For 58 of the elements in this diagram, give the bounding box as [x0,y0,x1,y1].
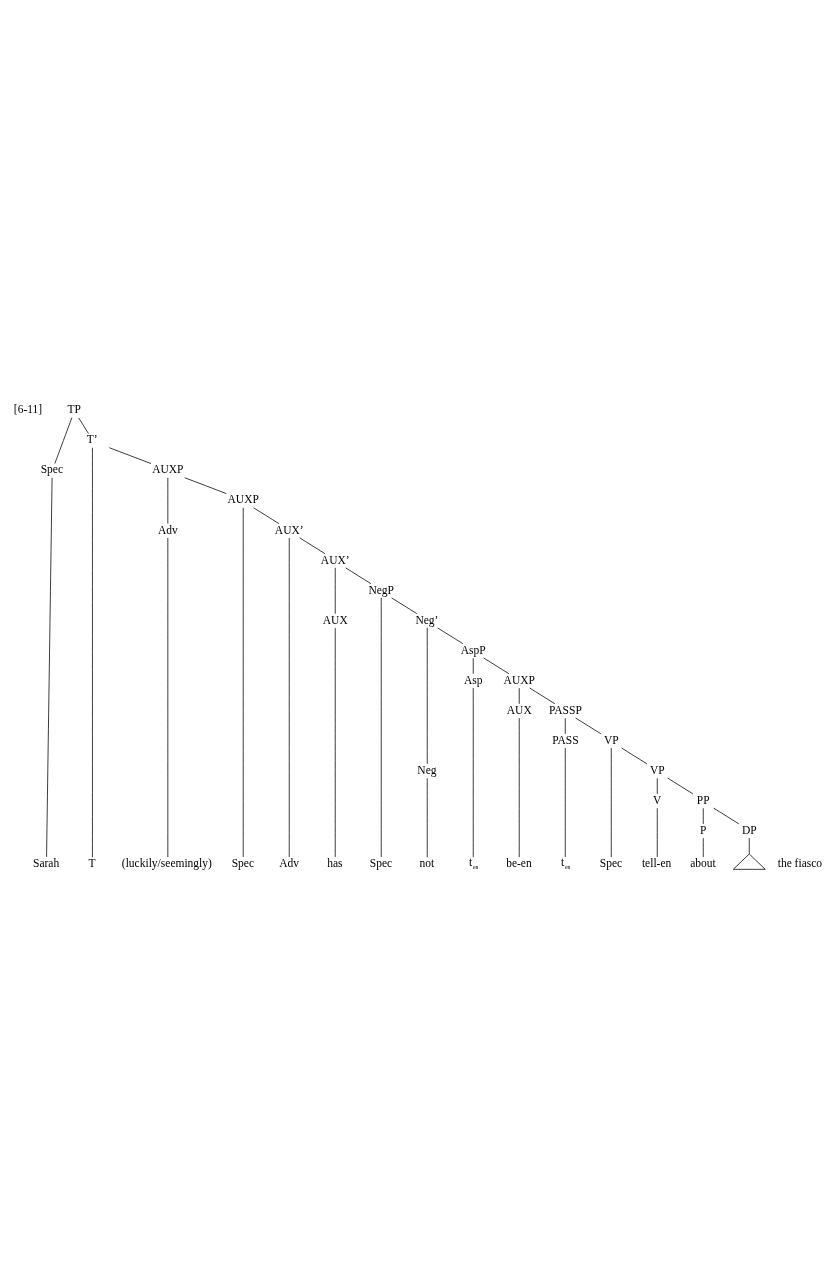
connector [529,687,556,704]
node-text: VP [649,763,665,776]
node-text: Spec [599,856,623,869]
connector [299,536,326,554]
connector [253,506,280,524]
connector [46,476,53,857]
node-text: T [88,856,96,869]
connector [437,627,464,644]
connector [621,747,648,764]
node-text: VP [603,733,619,746]
node-text: tell-en [641,856,672,869]
connector [54,416,73,464]
node-text: P [700,823,707,836]
node-text: Neg’ [415,613,439,626]
connector [483,657,510,674]
node-text: about [690,856,716,869]
node-text: V [653,793,662,806]
connector [184,476,227,494]
node-text: Adv [157,523,178,536]
node-text: (luckily/seemingly) [121,856,212,869]
node-text: NegP [368,583,395,596]
node-text: has [327,856,343,869]
node-text: t$_{en}$ [561,855,571,870]
node-text: Sarah [33,856,60,869]
node-text: Spec [369,856,393,869]
node-text: AUX’ [320,553,350,566]
label: [6-11] [13,402,43,415]
connector [78,417,89,434]
node-text: not [419,856,435,869]
node-text: t$_{en}$ [469,855,479,870]
node-text: Adv [279,856,300,869]
connector [667,777,694,794]
node-text: Neg [417,763,437,776]
node-text: PASSP [548,703,582,716]
connector [345,567,372,584]
node-text: Asp [463,673,483,686]
node-text: Spec [40,462,64,475]
node-text: TP [67,402,81,415]
connector [109,446,152,464]
node-text: be-en [506,856,532,869]
node-text: AUX’ [274,523,304,536]
node-text: AUXP [503,673,535,686]
node-triangle [732,853,766,870]
node-text: DP [741,823,757,836]
connector [713,807,740,824]
node-text: AUX [322,613,348,626]
node-text: AUXP [152,462,184,475]
node-text: AspP [460,643,486,656]
node-label: the fiasco [777,856,823,869]
node-text: PP [696,793,710,806]
node-text: PASS [552,733,579,746]
node-text: AUX [506,703,532,716]
connector [391,597,418,614]
node-text: Spec [231,856,255,869]
connector [575,717,602,734]
connector [92,446,93,858]
node-text: T’ [86,432,98,445]
node-text: AUXP [227,492,259,505]
